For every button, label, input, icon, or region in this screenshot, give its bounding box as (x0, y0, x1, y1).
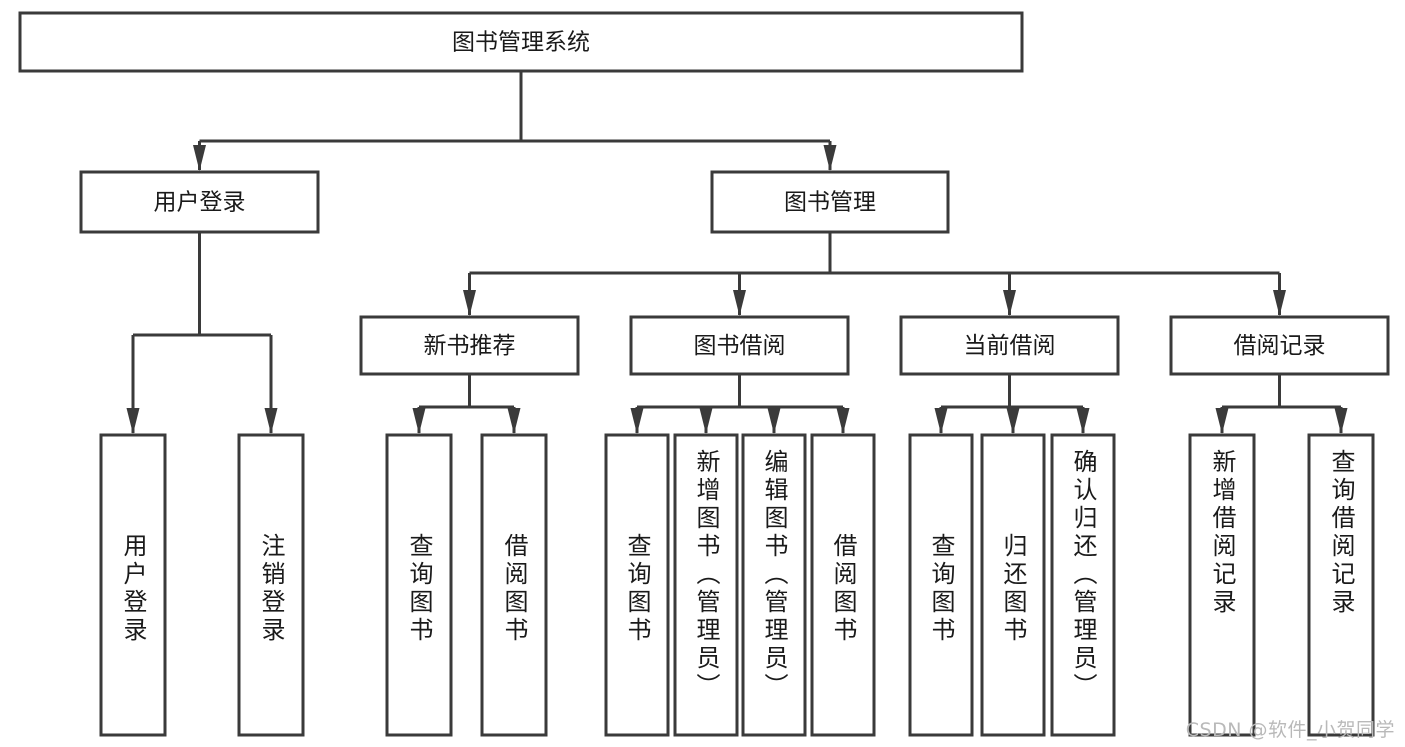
leaf-box-8[interactable] (908, 433, 974, 737)
leaf-box-4[interactable] (604, 433, 670, 737)
arrow-to-leaf-0 (126, 408, 140, 434)
leaf-box-12[interactable] (1307, 433, 1375, 737)
level3-box-3[interactable] (1169, 315, 1390, 376)
arrow-to-leaf-4 (630, 408, 644, 434)
arrow-to-leaf-10 (1076, 408, 1090, 434)
root-box[interactable] (18, 11, 1024, 73)
arrow-to-leaf-2 (412, 408, 426, 434)
arrow-to-leaf-6 (767, 408, 781, 434)
arrow-to-leaf-12 (1334, 408, 1348, 434)
arrow-to-leaf-1 (264, 408, 278, 434)
arrow-to-level3-3 (1273, 290, 1286, 316)
level2-label-1: 图书管理 (784, 190, 876, 216)
leaf-box-3[interactable] (480, 433, 548, 737)
level2-box-1[interactable] (710, 170, 950, 234)
leaf-box-1[interactable] (237, 433, 305, 737)
level3-box-0[interactable] (359, 315, 580, 376)
arrow-to-level3-2 (1003, 290, 1016, 316)
leaf-box-5[interactable] (673, 433, 739, 737)
arrow-to-leaf-11 (1215, 408, 1229, 434)
leaf-box-7[interactable] (810, 433, 876, 737)
level3-label-3: 借阅记录 (1234, 333, 1326, 359)
level3-label-1: 图书借阅 (694, 333, 786, 359)
root-label: 图书管理系统 (452, 30, 590, 56)
leaf-box-2[interactable] (385, 433, 453, 737)
level3-box-1[interactable] (629, 315, 850, 376)
arrow-to-leaf-5 (699, 408, 713, 434)
arrow-to-level2-1 (823, 145, 837, 171)
level2-label-0: 用户登录 (154, 190, 246, 216)
level2-box-0[interactable] (79, 170, 320, 234)
arrow-to-leaf-3 (507, 408, 521, 434)
connector-layer (126, 71, 1348, 434)
leaf-box-6[interactable] (741, 433, 807, 737)
leaf-box-9[interactable] (980, 433, 1046, 737)
level3-label-0: 新书推荐 (424, 333, 516, 359)
arrow-to-level3-1 (733, 290, 746, 316)
arrow-to-leaf-7 (836, 408, 850, 434)
arrow-to-leaf-8 (934, 408, 948, 434)
leaf-box-11[interactable] (1188, 433, 1256, 737)
arrow-to-leaf-9 (1006, 408, 1020, 434)
csdn-watermark: CSDN @软件_小贺同学 (1185, 719, 1395, 741)
arrow-to-level3-0 (463, 290, 476, 316)
box-layer (18, 11, 1390, 737)
leaf-box-0[interactable] (99, 433, 167, 737)
leaf-box-10[interactable] (1050, 433, 1116, 737)
arrow-to-level2-0 (193, 145, 206, 171)
level3-label-2: 当前借阅 (964, 333, 1056, 359)
level3-box-2[interactable] (899, 315, 1120, 376)
